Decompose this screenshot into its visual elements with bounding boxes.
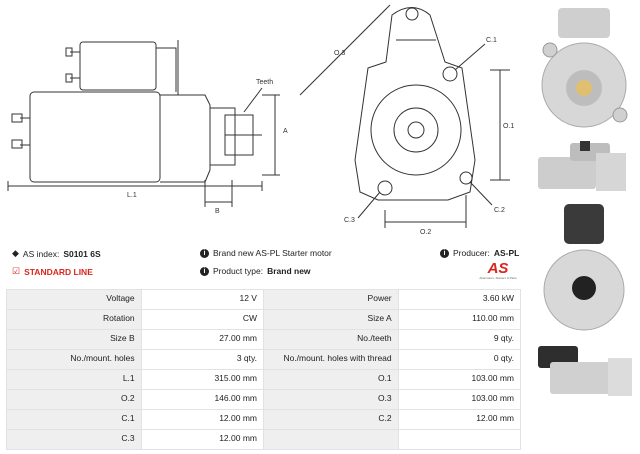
as-index-label: AS index: <box>22 248 60 259</box>
logo-tagline: Alternators, Starters & Parts <box>479 276 517 280</box>
label-l1: L.1 <box>127 192 137 199</box>
label-c2: C.2 <box>494 207 505 214</box>
mount-hole-c1 <box>442 66 458 82</box>
spec-value: 12.00 mm <box>140 429 264 450</box>
spec-label: No./mount. holes with thread <box>262 349 399 370</box>
label-c3: C.3 <box>344 217 355 224</box>
thumbnail-side[interactable] <box>530 135 638 195</box>
label-o2: O.2 <box>420 229 431 236</box>
spec-label: Power <box>262 289 399 310</box>
technical-drawing: Teeth A B L.1 O.1 O.2 O.3 C.1 C.2 C.3 <box>0 0 525 240</box>
spec-value: 3.60 kW <box>397 289 522 310</box>
spec-value: 315.00 mm <box>140 369 264 390</box>
label-o1: O.1 <box>503 123 514 130</box>
brand-text: Brand new AS-PL Starter motor <box>213 248 332 258</box>
spec-label: C.1 <box>6 409 142 430</box>
spec-label: Voltage <box>6 289 142 310</box>
spec-label: C.2 <box>262 409 399 430</box>
solenoid-outline <box>79 41 157 91</box>
label-teeth: Teeth <box>256 79 273 86</box>
thumbnail-angle[interactable] <box>530 340 638 400</box>
info-icon: i <box>200 266 209 276</box>
spec-label: C.3 <box>6 429 142 450</box>
spec-label: Size A <box>262 309 399 330</box>
info-icon: i <box>440 248 449 258</box>
product-type-label: Product type: <box>213 266 264 276</box>
logo-mark: AS <box>487 260 509 277</box>
motor-body-outline <box>29 91 161 183</box>
producer: i Producer: AS-PL <box>440 248 519 258</box>
spec-value: 12.00 mm <box>397 409 522 430</box>
spec-value: 12.00 mm <box>140 409 264 430</box>
as-index-value: S0101 6S <box>63 248 101 259</box>
spec-label: O.2 <box>6 389 142 410</box>
mount-hole-c2 <box>459 171 473 185</box>
product-type: i Product type: Brand new <box>200 266 311 276</box>
label-c1: C.1 <box>486 37 497 44</box>
spec-value <box>397 429 522 450</box>
starter-motor-diagram: Teeth A B L.1 O.1 O.2 O.3 C.1 C.2 C.3 <box>7 4 514 236</box>
tag-icon: ◆ <box>12 248 19 258</box>
standard-line-text: STANDARD LINE <box>24 266 93 277</box>
spec-value: 9 qty. <box>397 329 522 350</box>
spec-label: Size B <box>6 329 142 350</box>
standard-line: ☑ STANDARD LINE <box>12 266 93 277</box>
thumbnail-rear[interactable] <box>530 200 638 335</box>
as-logo: AS Alternators, Starters & Parts <box>478 260 518 282</box>
thumbnail-front[interactable] <box>530 0 638 130</box>
front-body-circle <box>370 84 462 176</box>
spec-label: No./mount. holes <box>6 349 142 370</box>
as-index: ◆ AS index: S0101 6S <box>12 248 101 259</box>
spec-value: 103.00 mm <box>397 369 522 390</box>
spec-label: O.3 <box>262 389 399 410</box>
producer-value: AS-PL <box>493 248 520 258</box>
product-type-value: Brand new <box>267 266 311 276</box>
spec-label: O.1 <box>262 369 399 390</box>
brand-line: i Brand new AS-PL Starter motor <box>200 248 332 258</box>
front-flange-outline <box>354 7 476 201</box>
label-o3: O.3 <box>334 50 345 57</box>
spec-label <box>262 429 399 450</box>
info-icon: i <box>200 248 209 258</box>
product-info: ◆ AS index: S0101 6S i Brand new AS-PL S… <box>10 244 520 280</box>
product-thumbnails <box>528 0 640 454</box>
producer-label: Producer: <box>453 248 490 258</box>
label-b: B <box>215 208 220 215</box>
spec-value: 0 qty. <box>397 349 522 370</box>
spec-value: 103.00 mm <box>397 389 522 410</box>
spec-value: 12 V <box>140 289 264 310</box>
spec-label: Rotation <box>6 309 142 330</box>
mount-hole-c3 <box>377 180 393 196</box>
mount-hole-top <box>405 7 419 21</box>
spec-value: 3 qty. <box>140 349 264 370</box>
spec-value: CW <box>140 309 264 330</box>
checkbox-icon: ☑ <box>12 266 21 276</box>
spec-label: No./teeth <box>262 329 399 350</box>
spec-label: L.1 <box>6 369 142 390</box>
spec-value: 146.00 mm <box>140 389 264 410</box>
spec-value: 27.00 mm <box>140 329 264 350</box>
label-a: A <box>283 128 288 135</box>
spec-value: 110.00 mm <box>397 309 522 330</box>
